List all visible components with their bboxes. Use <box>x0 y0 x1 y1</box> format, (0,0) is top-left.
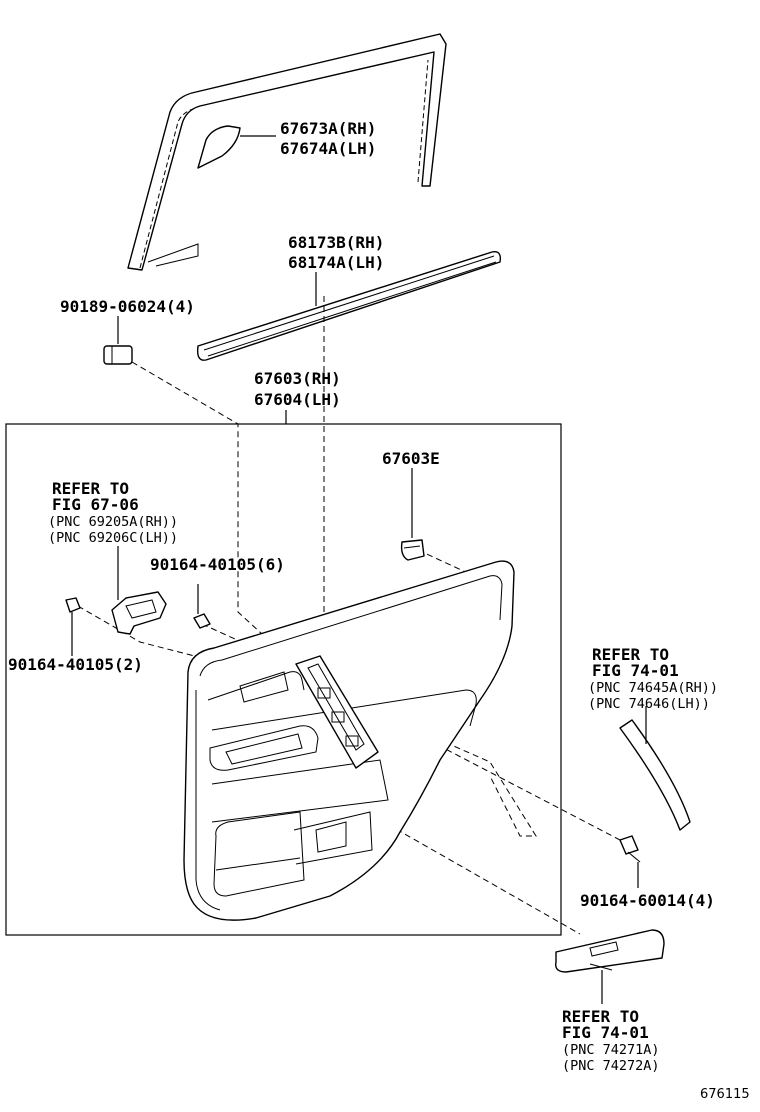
pillar-garnish-part <box>619 706 691 831</box>
label-68174a: 68174A(LH) <box>288 253 384 272</box>
label-67603e: 67603E <box>382 449 440 468</box>
screw-60014-part <box>619 835 641 888</box>
screw-40105-6-part <box>193 584 211 629</box>
label-67674a: 67674A(LH) <box>280 139 376 158</box>
label-90164-40105-6: 90164-40105(6) <box>150 555 285 574</box>
refer3-line2: FIG 74-01 <box>562 1023 649 1042</box>
label-67603: 67603(RH) <box>254 369 341 388</box>
refer3-line3: (PNC 74271A) <box>562 1042 660 1058</box>
label-68173b: 68173B(RH) <box>288 233 384 252</box>
refer1-line2: FIG 67-06 <box>52 495 139 514</box>
clip-67603e-part <box>400 468 425 561</box>
refer2-line2: FIG 74-01 <box>592 661 679 680</box>
label-67673a: 67673A(RH) <box>280 119 376 138</box>
refer3-line1: REFER TO <box>562 1007 639 1026</box>
inside-handle-part <box>111 546 167 635</box>
refer3-line4: (PNC 74272A) <box>562 1058 660 1074</box>
refer2-line1: REFER TO <box>592 645 669 664</box>
refer1-line4: (PNC 69206C(LH)) <box>48 530 178 546</box>
refer1-line1: REFER TO <box>52 479 129 498</box>
label-90164-40105-2: 90164-40105(2) <box>8 655 143 674</box>
refer2-line3: (PNC 74645A(RH)) <box>588 680 718 696</box>
door-trim-panel <box>183 560 515 921</box>
belt-weatherstrip-part <box>196 251 502 361</box>
assembly-box <box>5 423 562 936</box>
corner-garnish-part <box>197 125 276 169</box>
label-90164-60014: 90164-60014(4) <box>580 891 715 910</box>
screw-40105-2-part <box>65 597 81 656</box>
refer1-line3: (PNC 69205A(RH)) <box>48 514 178 530</box>
label-90189: 90189-06024(4) <box>60 297 195 316</box>
label-67604: 67604(LH) <box>254 390 341 409</box>
door-frame-outline <box>127 33 447 271</box>
clip-90189-part <box>103 316 133 365</box>
switch-base-part <box>555 929 665 1004</box>
refer2-line4: (PNC 74646(LH)) <box>588 696 710 712</box>
figure-id: 676115 <box>700 1087 750 1102</box>
